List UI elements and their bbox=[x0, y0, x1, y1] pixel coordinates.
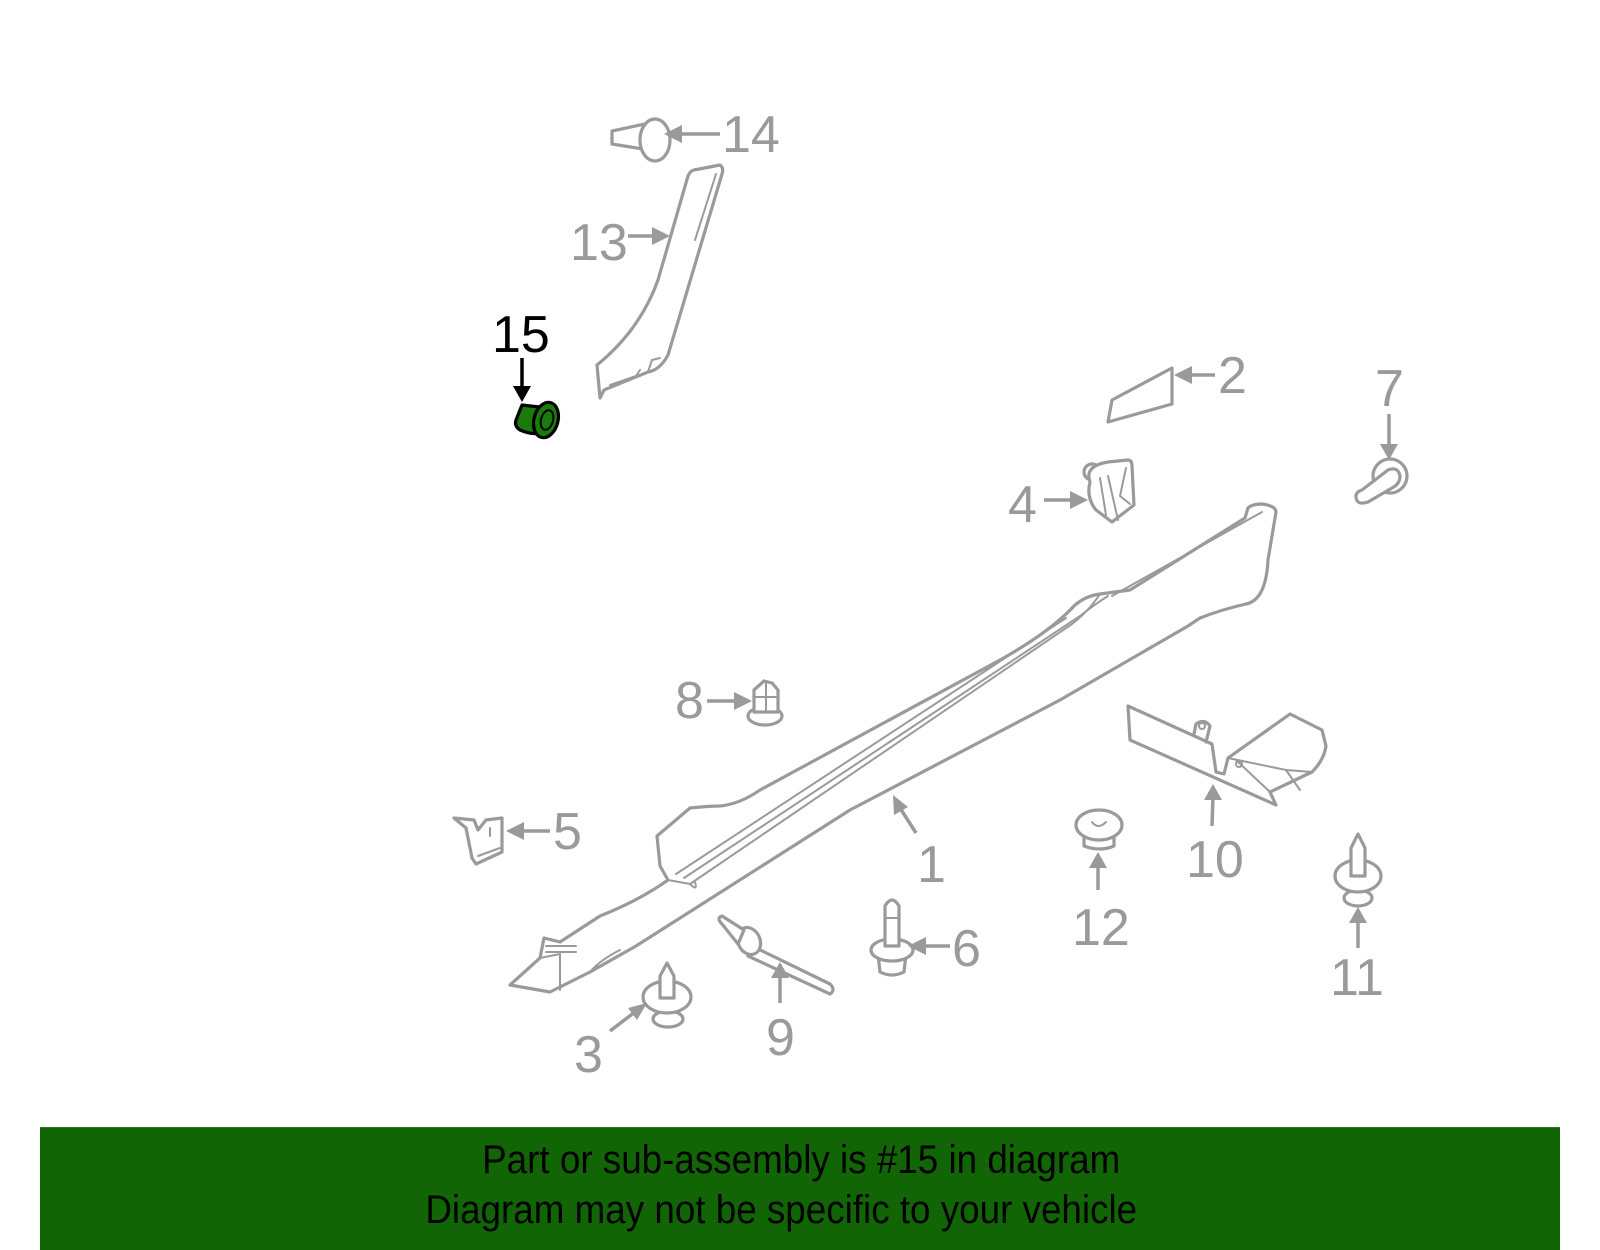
callout-1: 1 bbox=[893, 795, 946, 894]
callout-13: 13 bbox=[570, 214, 670, 272]
part-14-clip-icon[interactable] bbox=[610, 117, 672, 163]
callout-9: 9 bbox=[766, 962, 795, 1067]
svg-text:12: 12 bbox=[1072, 899, 1130, 957]
part-15-grommet-icon[interactable] bbox=[513, 400, 563, 441]
callout-4: 4 bbox=[1008, 476, 1088, 534]
callout-3: 3 bbox=[574, 1003, 647, 1084]
part-3-push-rivet-icon[interactable] bbox=[641, 961, 693, 1029]
part-8-nut-icon[interactable] bbox=[746, 679, 784, 727]
svg-text:6: 6 bbox=[952, 920, 981, 978]
part-12-grommet-icon[interactable] bbox=[1074, 808, 1124, 851]
part-4-clip-icon[interactable] bbox=[1082, 458, 1136, 524]
svg-text:7: 7 bbox=[1375, 360, 1404, 418]
callout-10: 10 bbox=[1186, 784, 1244, 889]
svg-text:13: 13 bbox=[570, 214, 628, 272]
banner-part-notice: Part or sub-assembly is #15 in diagram bbox=[482, 1138, 1121, 1182]
part-7-screw-icon[interactable] bbox=[1354, 457, 1409, 505]
part-11-push-rivet-icon[interactable] bbox=[1333, 832, 1383, 908]
svg-text:3: 3 bbox=[574, 1026, 603, 1084]
part-5-clip-icon[interactable] bbox=[452, 816, 504, 866]
svg-text:15: 15 bbox=[492, 306, 550, 364]
part-13-pillar-trim-icon[interactable] bbox=[595, 163, 725, 400]
svg-text:14: 14 bbox=[722, 106, 780, 164]
callout-6: 6 bbox=[908, 920, 981, 978]
svg-text:2: 2 bbox=[1218, 347, 1247, 405]
svg-text:8: 8 bbox=[675, 672, 704, 730]
banner-disclaimer: Diagram may not be specific to your vehi… bbox=[425, 1188, 1138, 1232]
callout-7: 7 bbox=[1375, 360, 1404, 460]
part-2-pad-icon[interactable] bbox=[1106, 366, 1174, 424]
callout-8: 8 bbox=[675, 672, 752, 730]
callout-12: 12 bbox=[1072, 852, 1130, 957]
svg-text:11: 11 bbox=[1330, 949, 1384, 1007]
part-9-rivet-icon[interactable] bbox=[717, 914, 835, 996]
svg-text:10: 10 bbox=[1186, 831, 1244, 889]
callout-11: 11 bbox=[1330, 907, 1384, 1007]
part-6-bolt-icon[interactable] bbox=[869, 898, 915, 977]
svg-text:9: 9 bbox=[766, 1009, 795, 1067]
callout-15: 15 bbox=[492, 306, 550, 402]
part-1-rocker-molding-icon[interactable] bbox=[508, 502, 1278, 994]
part-10-bracket-icon[interactable] bbox=[1126, 704, 1328, 807]
info-banner: Part or sub-assembly is #15 in diagram D… bbox=[40, 1127, 1560, 1250]
svg-text:1: 1 bbox=[917, 836, 946, 894]
callout-2: 2 bbox=[1174, 347, 1247, 405]
callout-14: 14 bbox=[664, 106, 780, 164]
svg-text:4: 4 bbox=[1008, 476, 1037, 534]
svg-text:5: 5 bbox=[553, 803, 582, 861]
callout-5: 5 bbox=[506, 803, 582, 861]
